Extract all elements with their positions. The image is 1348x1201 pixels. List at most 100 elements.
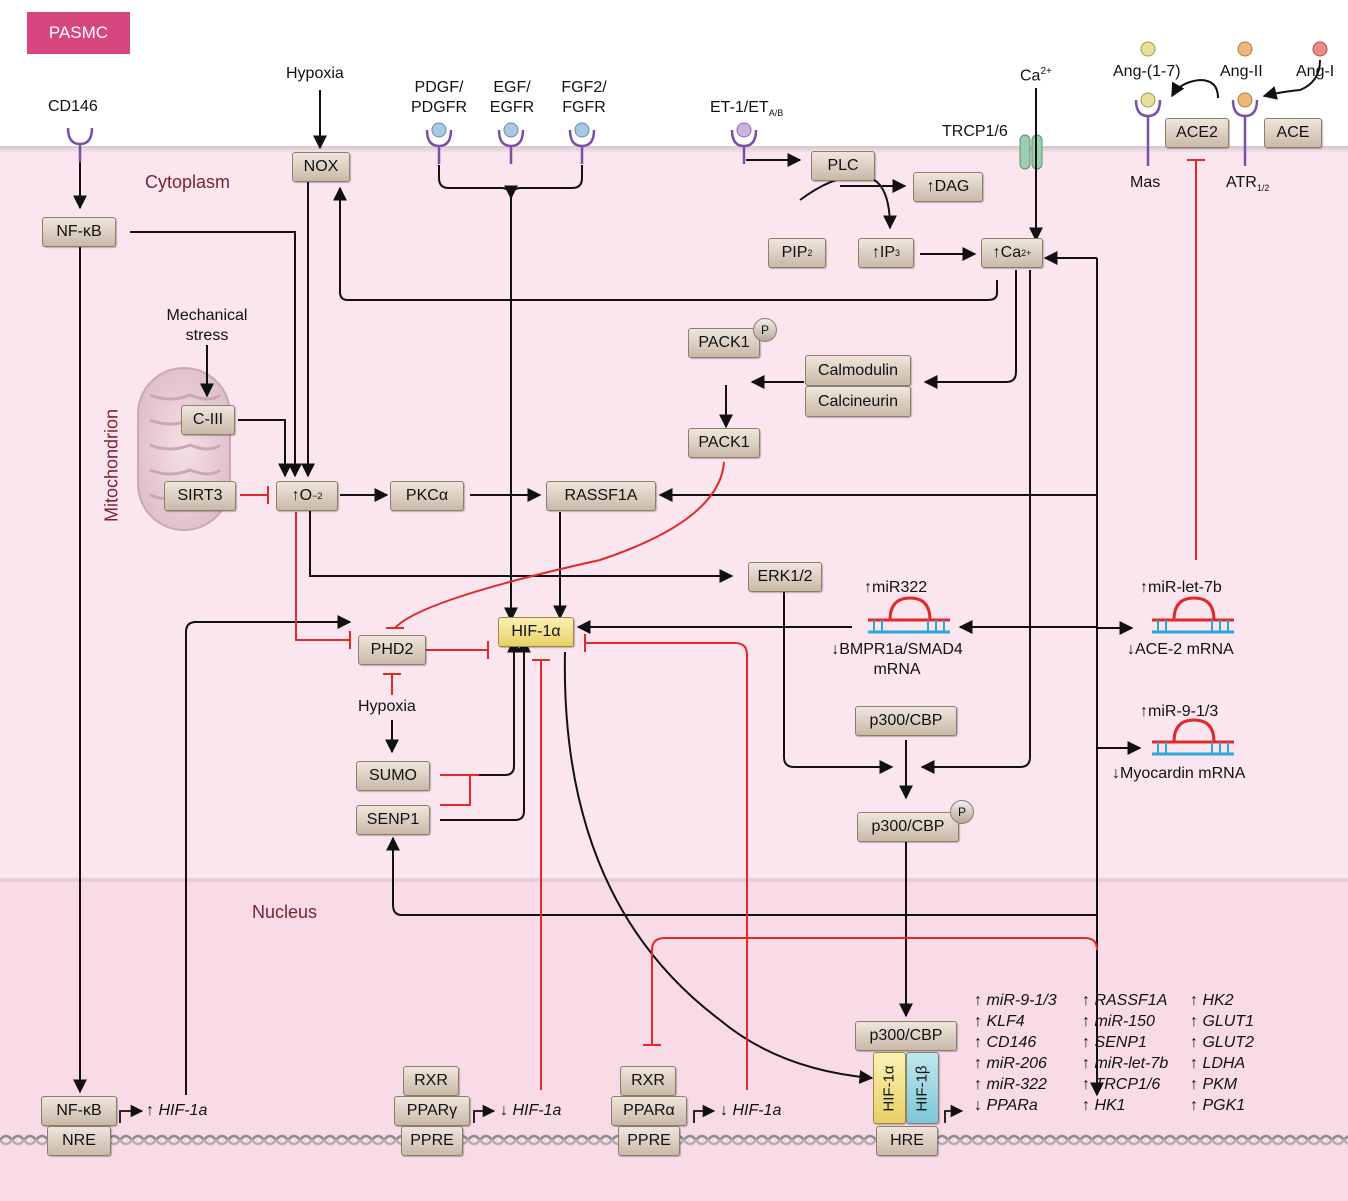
phd2-node: PHD2 [358,635,426,665]
egfr-receptor [497,129,525,164]
hif1a-subunit: HIF-1α [873,1052,906,1124]
target-gene-item: ↑ LDHA [1190,1055,1246,1072]
ppara-gene-output: ↓ HIF-1a [720,1102,782,1119]
rassf1a-node: RASSF1A [546,481,656,511]
target-gene-item: ↑ miR-322 [974,1076,1047,1093]
atr-receptor [1231,99,1259,166]
target-gene-item: ↑ miR-9-1/3 [974,992,1057,1009]
target-gene-item: ↑ SENP1 [1082,1034,1147,1051]
calcineurin-node: Calcineurin [805,386,911,417]
receptors [66,99,1259,166]
mir322-label: ↑miR322 [864,579,928,596]
target-gene-item: ↑ CD146 [974,1034,1037,1051]
nre-node: NRE [47,1126,111,1156]
fgfr-receptor [568,129,596,164]
transcription-arrows [119,1104,964,1123]
nfkb-nuclear-node: NF-κB [41,1096,117,1126]
hre-node: HRE [876,1126,938,1156]
fgf-label: FGF2/FGFR [561,79,607,116]
target-gene-item: ↑ miR-let-7b [1082,1055,1169,1072]
target-gene-item: ↑ GLUT2 [1190,1034,1255,1051]
p300-cbp-node: p300/CBP [855,706,957,736]
hypoxia-top-label: Hypoxia [286,65,344,82]
phosphate-tag-p300: P [950,800,974,824]
target-gene-item: ↑ PKM [1190,1076,1238,1093]
ligands [431,41,1328,138]
ang17-label: Ang-(1-7) [1113,63,1181,80]
plc-node: PLC [811,151,875,181]
cytoplasm-region [0,150,1348,880]
cell-type-badge: PASMC [27,12,130,54]
target-genes-column-1: ↑ miR-9-1/3 ↑ KLF4 ↑ CD146 ↑ miR-206 ↑ miR-3… [974,990,1057,1116]
p300-cbp-nuclear-node: p300/CBP [855,1021,957,1051]
target-gene-item: ↑ KLF4 [974,1013,1025,1030]
ppre-node-1: PPRE [401,1126,463,1156]
mas-receptor [1134,99,1162,166]
target-gene-item: ↓ PPARa [974,1097,1038,1114]
hif1b-subunit: HIF-1β [906,1052,939,1124]
mir-let7b-label: ↑miR-let-7b [1140,579,1222,596]
nucleus-label: Nucleus [252,902,318,922]
target-gene-item: ↑ miR-206 [974,1055,1047,1072]
nuclear-membrane [0,878,1348,882]
ace2-node: ACE2 [1165,118,1229,148]
mir913-label: ↑miR-9-1/3 [1140,703,1219,720]
target-genes-column-2: ↑ RASSF1A↑ miR-150↑ SENP1↑ miR-let-7b↑ T… [1082,990,1168,1116]
activation-arrows [73,59,1321,1097]
pparg-gene-output: ↓ HIF-1a [500,1102,562,1119]
cytoplasm-label: Cytoplasm [145,172,231,192]
senp1-node: SENP1 [356,805,430,835]
pkca-node: PKCα [390,481,464,511]
mir-let7b-hairpin [1152,596,1234,634]
hif1a-node: HIF-1α [498,617,574,647]
complex-iii-node: C-III [181,405,235,435]
ca-extracellular-label: Ca2+ [1020,66,1052,85]
rxr-node-2: RXR [620,1066,676,1096]
rxr-node-1: RXR [403,1066,459,1096]
pparalpha-node: PPARα [611,1096,687,1126]
mitochondrion-label: Mitochondrion [101,408,122,523]
ace-node: ACE [1264,118,1322,148]
target-gene-item: ↑ GLUT1 [1190,1013,1255,1030]
nfkb-gene-output: ↑ HIF-1a [146,1102,208,1119]
atr-label: ATR1/2 [1226,174,1270,194]
ang1-label: Ang-I [1296,63,1335,80]
cell-membrane [0,146,1348,152]
cd146-receptor [66,127,94,162]
target-gene-item: ↑ miR-150 [1082,1013,1155,1030]
calmodulin-node: Calmodulin [805,355,911,386]
superoxide-node: ↑O−2 [276,481,338,511]
nox-node: NOX [292,152,350,182]
ang2-label: Ang-II [1220,63,1263,80]
inhibition-lines [240,159,1205,1090]
egf-label: EGF/EGFR [489,79,535,116]
erk12-node: ERK1/2 [748,562,822,592]
ace2-mrna-label: ↓ACE-2 mRNA [1127,641,1234,658]
target-gene-item: ↑ TRCP1/6 [1082,1076,1161,1093]
mas-label: Mas [1130,174,1161,191]
target-gene-item: ↑ HK2 [1190,992,1234,1009]
trcp-channel [1019,134,1043,170]
ppargamma-node: PPARγ [394,1096,470,1126]
et1-label: ET-1/ETA/B [710,99,784,119]
mir322-hairpin [868,596,950,634]
eta-receptor [730,129,758,164]
mir913-hairpin [1152,718,1234,756]
pack1-p-node: PACK1 [688,328,760,358]
trcp-label: TRCP1/6 [942,123,1008,140]
sirt3-node: SIRT3 [164,481,236,511]
pdgfr-receptor [425,129,453,164]
target-gene-item: ↑ PGK1 [1190,1097,1246,1114]
p300-cbp-p-node: p300/CBP [857,812,959,842]
ppre-node-2: PPRE [618,1126,680,1156]
mirna-hairpins [868,596,1234,756]
pack1-node: PACK1 [688,428,760,458]
target-genes-column-3: ↑ HK2 ↑ GLUT1 ↑ GLUT2 ↑ LDHA ↑ PKM ↑ PGK1 [1190,990,1254,1116]
nfkb-node: NF-κB [42,217,116,247]
